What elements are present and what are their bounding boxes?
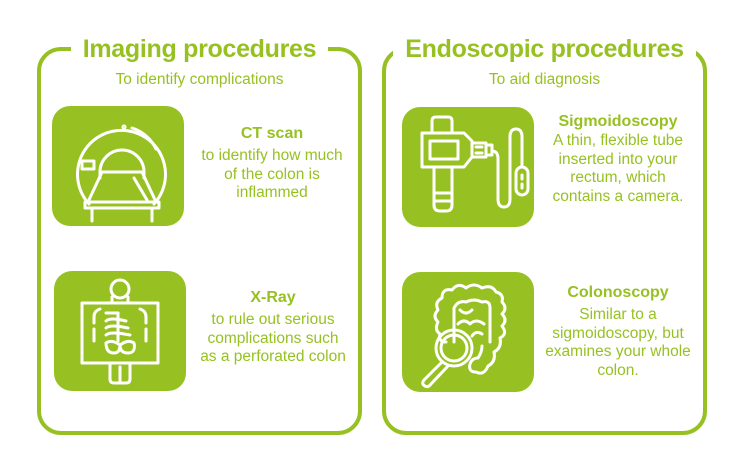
item-title: Colonoscopy (567, 284, 669, 301)
x-ray-icon (54, 271, 186, 391)
x-ray-item: X-Ray to rule out serious complications … (193, 288, 353, 367)
item-title: Sigmoidoscopy (558, 113, 678, 130)
item-title: CT scan (240, 125, 304, 142)
item-title: X-Ray (250, 289, 296, 306)
panel-subtitle: To identify complications (115, 71, 284, 88)
panel-title: Imaging procedures (70, 35, 329, 63)
item-description: A thin, flexible tube inserted into your… (552, 132, 684, 205)
item-description: to identify how much of the colon is inf… (201, 147, 343, 201)
ct-scan-item: CT scan to identify how much of the colo… (192, 124, 352, 203)
panel-subtitle: To aid diagnosis (488, 71, 601, 88)
item-description: Similar to a sigmoidoscopy, but examines… (545, 306, 691, 379)
imaging-procedures-panel: Imaging procedures To identify complicat… (37, 35, 362, 435)
colon-magnifier-icon (402, 272, 534, 392)
endoscope-icon (402, 107, 534, 227)
panel-title: Endoscopic procedures (393, 35, 696, 63)
item-description: to rule out serious complications such a… (200, 311, 346, 365)
endoscopic-procedures-panel: Endoscopic procedures To aid diagnosis (382, 35, 707, 435)
colonoscopy-item: Colonoscopy Similar to a sigmoidoscopy, … (538, 283, 698, 380)
sigmoidoscopy-item: Sigmoidoscopy A thin, flexible tube inse… (538, 112, 698, 206)
ct-scanner-icon (52, 106, 184, 226)
